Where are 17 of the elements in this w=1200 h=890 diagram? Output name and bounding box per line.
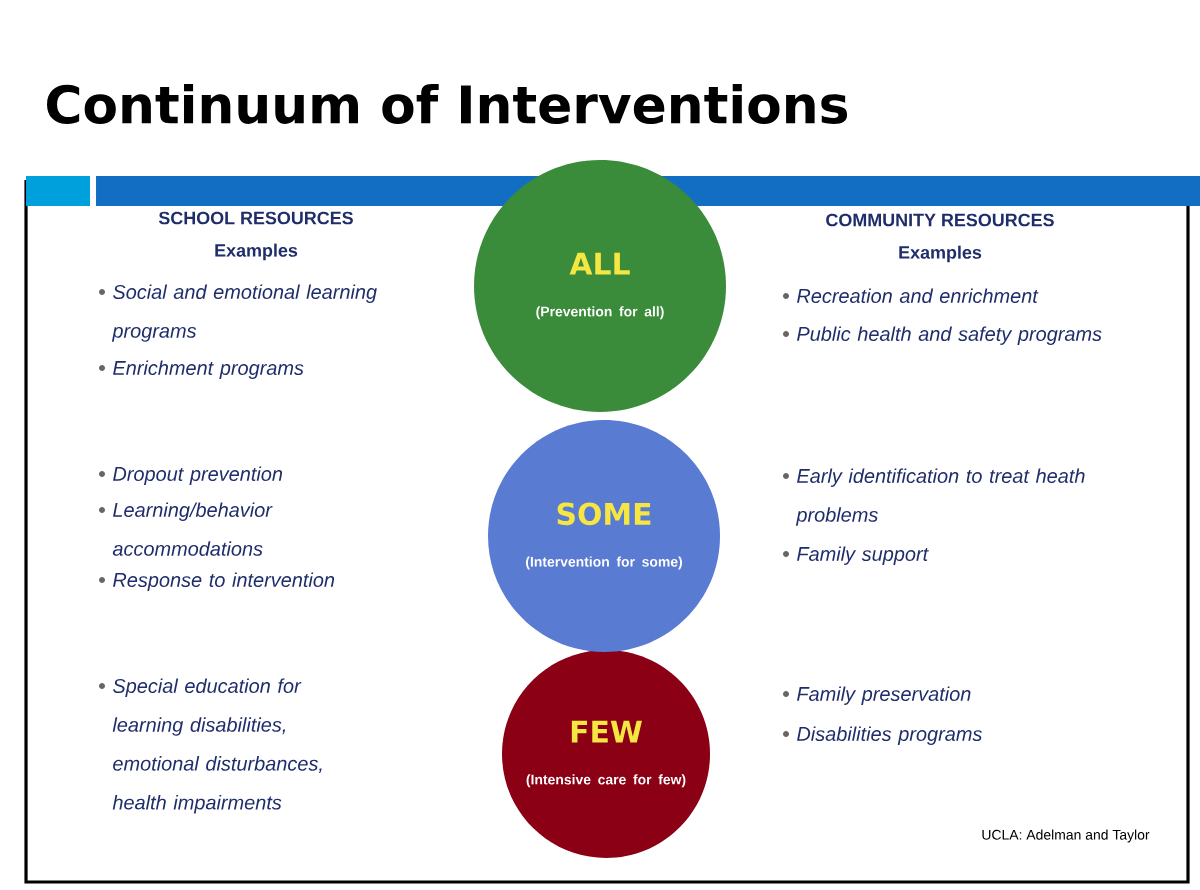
bullet-item: Response to intervention: [99, 572, 335, 591]
bullet-item: Special education for learning disabilities, emotional disturbances, health impairments: [99, 678, 322, 814]
bullet-item: Early identification to treat heath problems: [783, 468, 1085, 526]
column-subheading: Examples: [215, 243, 298, 261]
title: Continuum of Interventions: [47, 83, 847, 124]
bullet-item: Family preservation: [783, 686, 971, 705]
bullet-item: Social and emotional learning programs: [99, 284, 377, 342]
column-heading: SCHOOL RESOURCES: [158, 211, 353, 225]
column-heading: COMMUNITY RESOURCES: [826, 213, 1054, 227]
bullet-item: Disabilities programs: [783, 726, 982, 745]
column-subheading: Examples: [899, 245, 982, 263]
bullet-item: Dropout prevention: [99, 466, 283, 485]
bullet-item: Public health and safety programs: [783, 326, 1102, 345]
bullet-item: Learning/behavior accommodations: [99, 502, 273, 556]
bullet-item: Enrichment programs: [99, 360, 304, 379]
bullet-item: Recreation and enrichment: [783, 288, 1039, 304]
bullet-item: Family support: [783, 546, 929, 565]
